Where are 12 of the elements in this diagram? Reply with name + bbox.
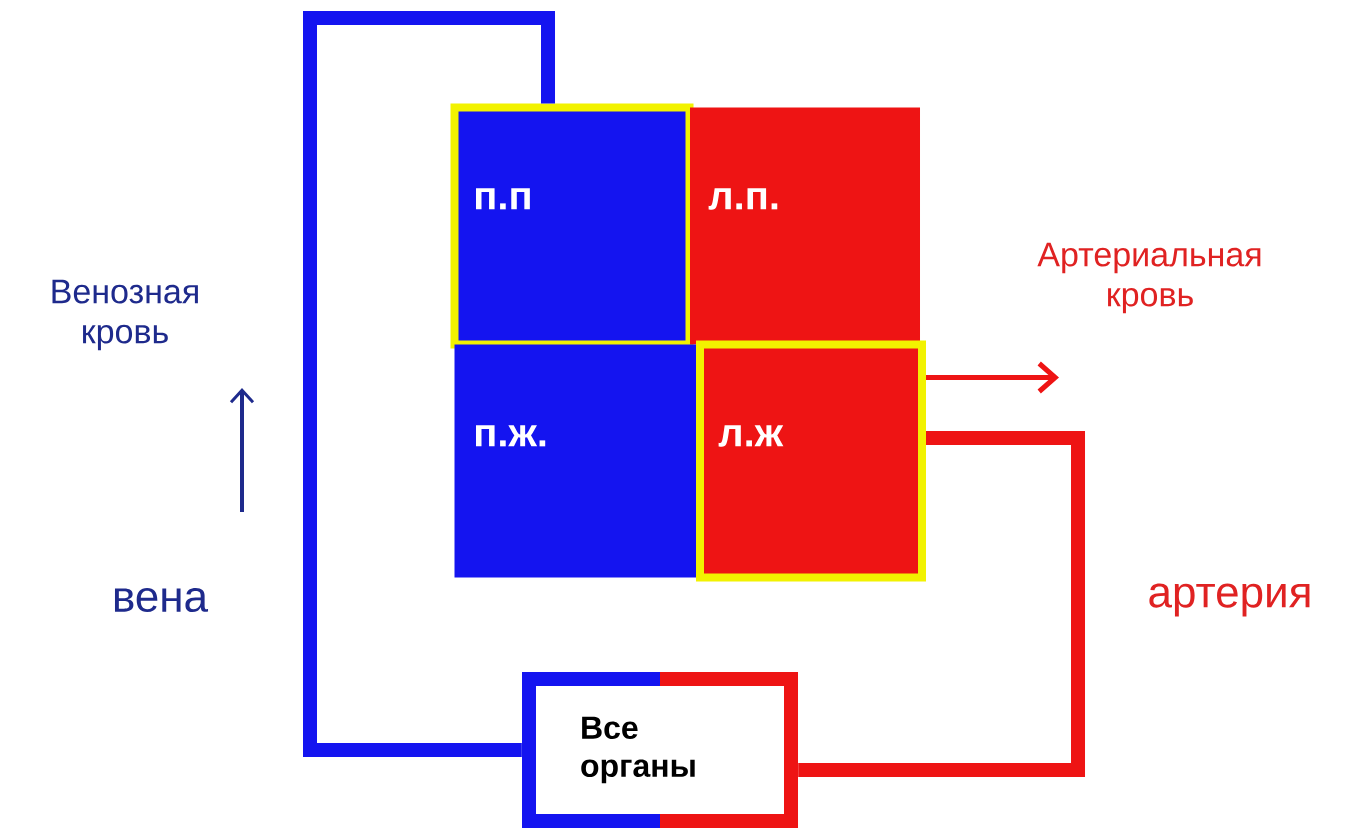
text-label: вена bbox=[115, 587, 209, 613]
text-label: Артериальная кровь bbox=[1037, 242, 1261, 314]
chamber-box: п.п bbox=[450, 103, 694, 349]
artery-line bbox=[798, 431, 1085, 777]
arrow bbox=[926, 361, 1059, 394]
text-label: артерия bbox=[1149, 583, 1310, 617]
chamber-box: л.п. bbox=[690, 107, 920, 345]
chamber-box: л.ж bbox=[696, 340, 926, 582]
organ-box: Все органы bbox=[522, 672, 798, 828]
vein-line bbox=[303, 11, 555, 757]
text-label: Венозная кровь bbox=[52, 279, 198, 351]
chamber-box: п.ж. bbox=[454, 344, 700, 578]
